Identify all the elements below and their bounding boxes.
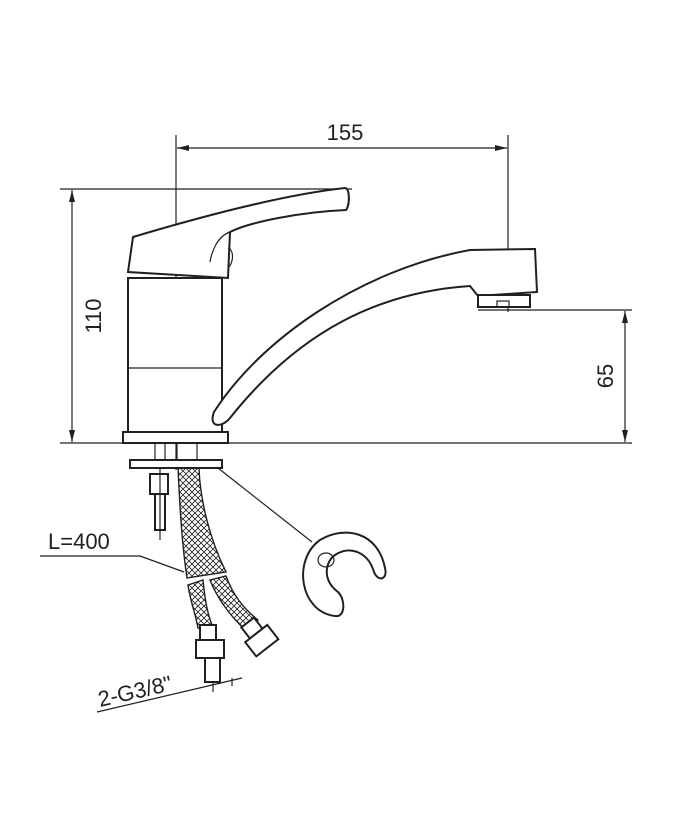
faucet-spout bbox=[211, 247, 539, 426]
hose-length-callout: L=400 bbox=[40, 529, 185, 573]
mounting-hardware bbox=[129, 442, 223, 540]
clip-leader-line bbox=[217, 467, 313, 543]
flexible-hoses bbox=[177, 467, 280, 683]
dimension-label-65: 65 bbox=[593, 364, 618, 388]
c-clip bbox=[302, 531, 387, 618]
dimension-label-155: 155 bbox=[327, 120, 364, 145]
hose-thread-label: 2-G3/8" bbox=[96, 671, 175, 712]
lever-handle bbox=[126, 186, 350, 280]
dimension-label-110: 110 bbox=[81, 298, 106, 333]
dimension-spout-height: 65 bbox=[478, 309, 632, 442]
dimension-total-height: 110 bbox=[60, 188, 352, 442]
hose-length-label: L=400 bbox=[48, 529, 110, 554]
faucet-body bbox=[122, 277, 229, 444]
